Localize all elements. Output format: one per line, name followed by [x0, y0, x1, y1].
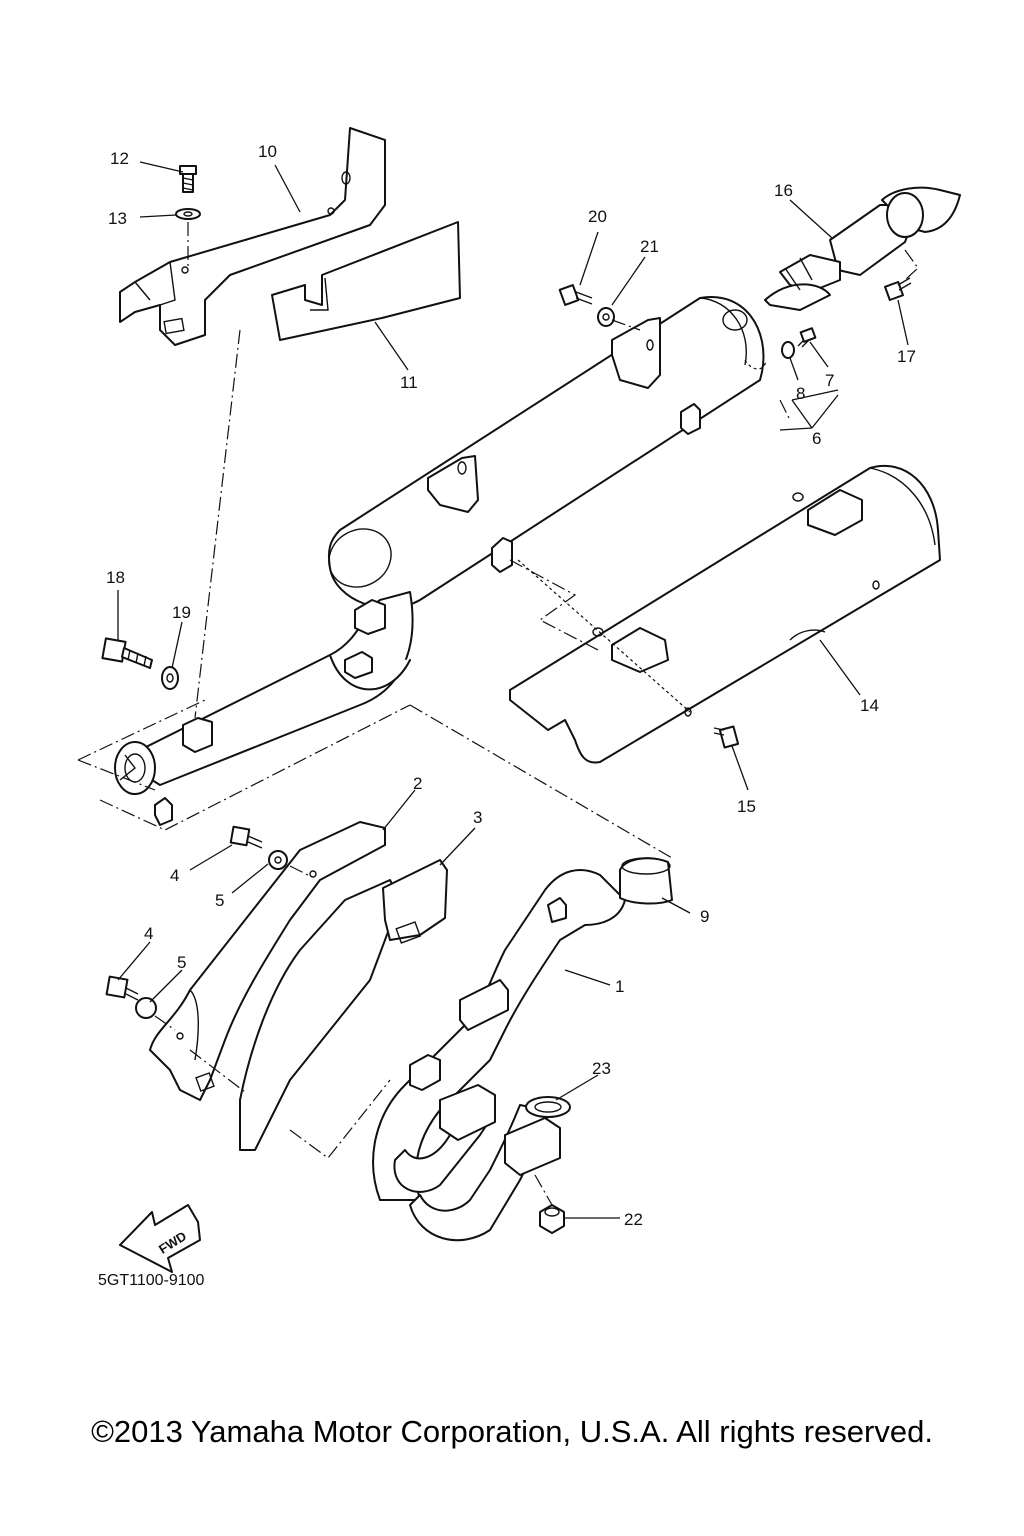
callout-14: 14 — [860, 696, 879, 715]
part-8-washer[interactable] — [781, 341, 795, 359]
callout-6: 6 — [812, 429, 821, 448]
part-15-bolt[interactable] — [713, 725, 740, 749]
part-21-washer[interactable] — [597, 307, 615, 327]
callout-12: 12 — [110, 149, 129, 168]
callout-7: 7 — [825, 371, 834, 390]
part-10-bracket[interactable] — [119, 127, 386, 346]
part-22-nut[interactable] — [539, 1204, 565, 1234]
callout-18: 18 — [106, 568, 125, 587]
callout-1: 1 — [615, 977, 624, 996]
leader-lines — [117, 161, 909, 1219]
part-18-bolt[interactable] — [101, 637, 153, 669]
callout-19: 19 — [172, 603, 191, 622]
callout-10: 10 — [258, 142, 277, 161]
fwd-arrow-icon: FWD — [119, 1204, 201, 1273]
part-17-bolt[interactable] — [884, 277, 912, 301]
part-5-washer-lower[interactable] — [135, 997, 157, 1019]
callout-15: 15 — [737, 797, 756, 816]
callout-3: 3 — [473, 808, 482, 827]
part-4-bolt-upper[interactable] — [229, 825, 263, 849]
callout-13: 13 — [108, 209, 127, 228]
muffler-inlet-pipe[interactable] — [114, 591, 414, 826]
callout-2: 2 — [413, 774, 422, 793]
diagram-code: 5GT1100-9100 — [98, 1272, 205, 1289]
callout-17: 17 — [897, 347, 916, 366]
part-2-protector[interactable] — [149, 821, 401, 1151]
part-20-bolt[interactable] — [558, 284, 593, 306]
part-13-washer[interactable] — [175, 208, 201, 220]
part-5-washer-upper[interactable] — [268, 850, 288, 870]
callout-16: 16 — [774, 181, 793, 200]
part-9-gasket[interactable] — [619, 857, 673, 905]
callout-23: 23 — [592, 1059, 611, 1078]
callout-5-lower: 5 — [177, 953, 186, 972]
part-23-gasket[interactable] — [525, 1096, 571, 1118]
callout-5-upper: 5 — [215, 891, 224, 910]
part-11-gasket[interactable] — [271, 221, 461, 341]
copyright-notice: ©2013 Yamaha Motor Corporation, U.S.A. A… — [91, 1414, 933, 1449]
callout-11: 11 — [400, 373, 418, 392]
part-1-exhaust-pipe[interactable] — [372, 869, 626, 1242]
callout-9: 9 — [700, 907, 709, 926]
callout-4-upper: 4 — [170, 866, 179, 885]
part-12-bolt[interactable] — [179, 165, 197, 193]
part-14-heat-shield[interactable] — [509, 464, 941, 764]
part-4-bolt-lower[interactable] — [105, 975, 139, 1001]
callout-22: 22 — [624, 1210, 643, 1229]
part-7-screw[interactable] — [797, 327, 817, 348]
part-3-plate[interactable] — [382, 859, 448, 944]
callout-21: 21 — [640, 237, 659, 256]
part-16-tailpipe[interactable] — [764, 186, 961, 311]
callout-8: 8 — [796, 384, 805, 403]
callout-20: 20 — [588, 207, 607, 226]
callout-4-lower: 4 — [144, 924, 153, 943]
part-6-muffler[interactable] — [318, 295, 767, 609]
part-19-washer[interactable] — [161, 666, 179, 690]
